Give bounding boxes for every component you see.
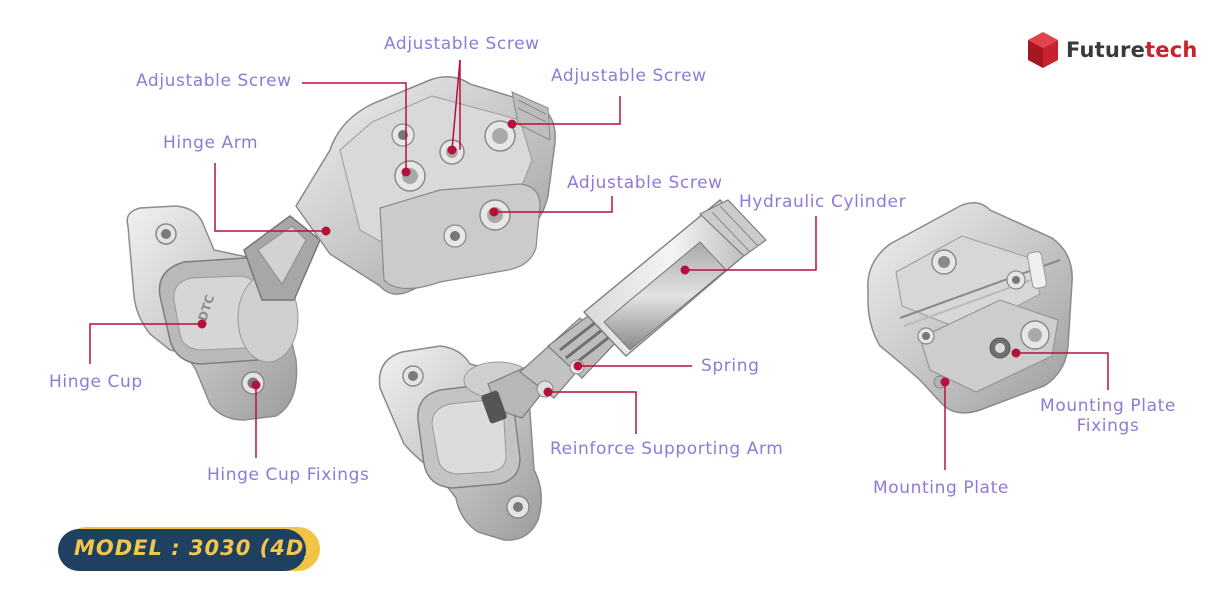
dot-hinge-cup — [197, 319, 207, 329]
mounting-plate-fixing — [1020, 320, 1050, 350]
label-adjustable-screw-1: Adjustable Screw — [136, 71, 292, 91]
label-mounting-plate: Mounting Plate — [873, 478, 1009, 498]
mounting-plate-assembly — [867, 202, 1073, 414]
label-hydraulic-cylinder: Hydraulic Cylinder — [739, 192, 907, 212]
model-badge: MODEL : 3030 (4D) — [58, 527, 320, 573]
leader-dots — [197, 119, 1021, 397]
label-mounting-plate-fixings-line2: Fixings — [1076, 416, 1140, 436]
dot-mounting-plate — [940, 377, 950, 387]
brand-name: Futuretech — [1066, 38, 1198, 62]
hinge-assembly-middle — [378, 199, 767, 541]
dot-adjustable-screw-4 — [489, 207, 499, 217]
dot-reinforce-arm — [543, 387, 553, 397]
label-mounting-plate-fixings-line1: Mounting Plate — [1040, 396, 1176, 416]
dot-hinge-arm — [321, 226, 331, 236]
label-adjustable-screw-4: Adjustable Screw — [567, 173, 723, 193]
label-reinforce-supporting-arm: Reinforce Supporting Arm — [550, 439, 784, 459]
hinge-assembly-left: DTC — [126, 76, 556, 421]
label-adjustable-screw-3: Adjustable Screw — [551, 66, 707, 86]
label-hinge-arm: Hinge Arm — [163, 133, 259, 153]
model-label: MODEL : 3030 (4D) — [74, 536, 315, 560]
leader-lines — [89, 60, 1109, 470]
adjustable-screw-1 — [394, 160, 426, 192]
label-mounting-plate-fixings: Mounting Plate Fixings — [1040, 396, 1176, 436]
brand-name-prefix: Future — [1066, 38, 1146, 62]
brand-logo[interactable]: Futuretech — [1026, 28, 1198, 72]
dot-spring — [573, 361, 583, 371]
dot-mounting-plate-fixings — [1011, 348, 1021, 358]
label-hinge-cup-fixings: Hinge Cup Fixings — [207, 465, 370, 485]
label-spring: Spring — [701, 356, 760, 376]
model-badge-background — [58, 529, 306, 571]
hinge-cup-fixing-top — [155, 223, 177, 245]
label-adjustable-screw-2: Adjustable Screw — [384, 34, 540, 54]
dot-adjustable-screw-3 — [507, 119, 517, 129]
dot-hinge-cup-fixings — [251, 380, 261, 390]
dot-adjustable-screw-1 — [401, 167, 411, 177]
dot-hydraulic-cylinder — [680, 265, 690, 275]
label-hinge-cup: Hinge Cup — [49, 372, 143, 392]
brand-name-suffix: tech — [1145, 38, 1198, 62]
adjustable-screw-3 — [484, 120, 516, 152]
cube-logo-icon — [1028, 32, 1058, 68]
hydraulic-cylinder — [582, 199, 767, 357]
